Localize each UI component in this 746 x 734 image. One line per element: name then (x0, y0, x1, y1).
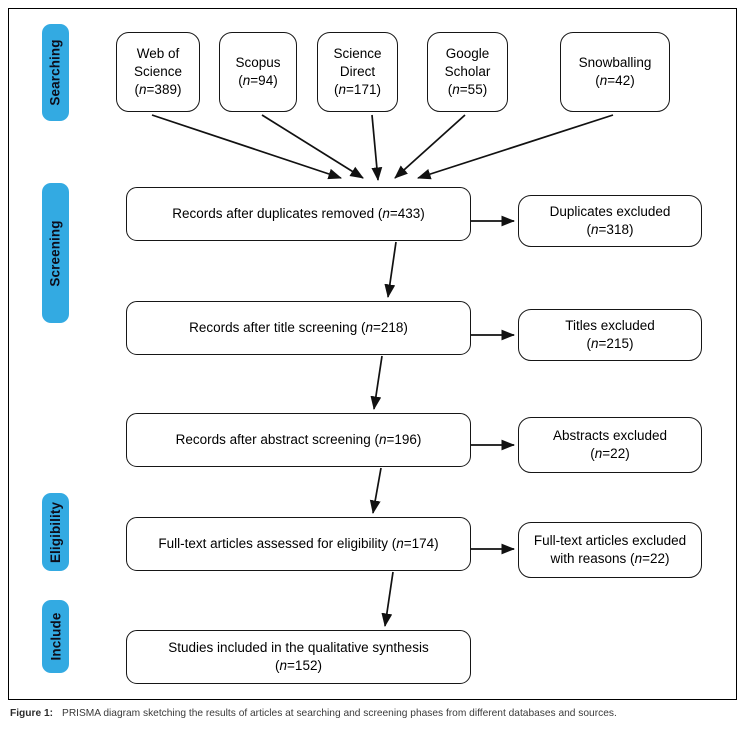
node-text: Full-text articles assessed for eligibil… (158, 536, 439, 552)
node-records-duplicates-removed: Records after duplicates removed (n=433) (126, 187, 471, 241)
caption-text: PRISMA diagram sketching the results of … (62, 708, 617, 719)
phase-bar-eligibility: Eligibility (42, 493, 69, 571)
caption-label: Figure 1: (10, 708, 54, 719)
node-snowballing: Snowballing(n=42) (560, 32, 670, 112)
node-records-title-screening: Records after title screening (n=218) (126, 301, 471, 355)
phase-label-searching: Searching (48, 39, 63, 106)
node-text: Snowballing(n=42) (578, 55, 652, 88)
node-studies-included: Studies included in the qualitative synt… (126, 630, 471, 684)
node-text: Duplicates excluded(n=318) (549, 204, 671, 237)
phase-label-include: Include (48, 612, 63, 661)
figure-caption: Figure 1: PRISMA diagram sketching the re… (10, 708, 736, 719)
node-text: Studies included in the qualitative synt… (168, 640, 429, 673)
node-titles-excluded: Titles excluded(n=215) (518, 309, 702, 361)
node-text: Records after title screening (n=218) (189, 320, 408, 336)
node-text: Scopus(n=94) (235, 55, 281, 88)
node-scopus: Scopus(n=94) (219, 32, 297, 112)
phase-label-screening: Screening (48, 219, 63, 287)
node-text: Records after duplicates removed (n=433) (172, 206, 425, 222)
phase-label-eligibility: Eligibility (48, 501, 64, 563)
node-full-text-assessed: Full-text articles assessed for eligibil… (126, 517, 471, 571)
phase-bar-screening: Screening (42, 183, 69, 323)
node-text: Records after abstract screening (n=196) (175, 432, 422, 448)
phase-bar-include: Include (42, 600, 69, 673)
phase-bar-searching: Searching (42, 24, 69, 121)
node-text: Titles excluded(n=215) (565, 318, 655, 351)
node-records-abstract-screening: Records after abstract screening (n=196) (126, 413, 471, 467)
node-abstracts-excluded: Abstracts excluded(n=22) (518, 417, 702, 473)
node-duplicates-excluded: Duplicates excluded(n=318) (518, 195, 702, 247)
node-text: Abstracts excluded(n=22) (552, 428, 668, 461)
